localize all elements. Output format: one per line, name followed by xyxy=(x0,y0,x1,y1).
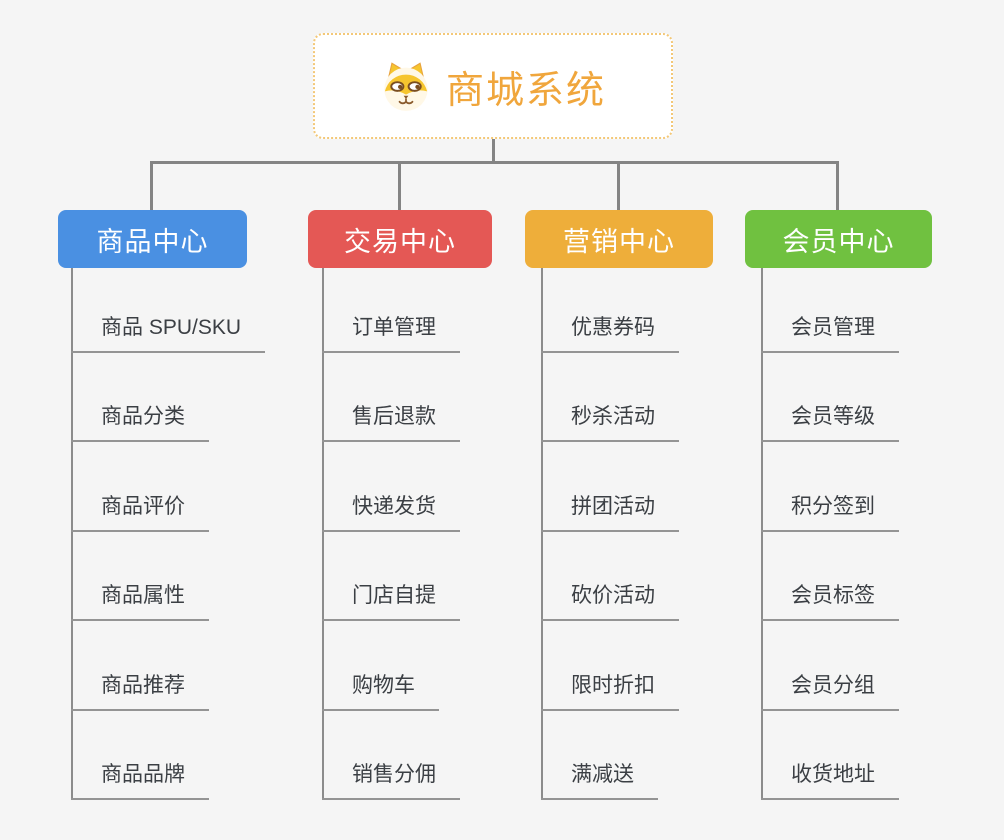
branch-node-trade-center[interactable]: 交易中心 xyxy=(308,210,492,268)
leaf-node[interactable]: 商品属性 xyxy=(71,581,209,621)
dog-face-icon xyxy=(384,62,428,111)
branch-node-product-center[interactable]: 商品中心 xyxy=(58,210,247,268)
leaf-node[interactable]: 门店自提 xyxy=(322,581,460,621)
branch-node-marketing-center[interactable]: 营销中心 xyxy=(525,210,713,268)
leaf-node[interactable]: 购物车 xyxy=(322,671,439,711)
leaf-node[interactable]: 积分签到 xyxy=(761,492,899,532)
leaf-node[interactable]: 砍价活动 xyxy=(541,581,679,621)
leaf-node[interactable]: 优惠券码 xyxy=(541,313,679,353)
leaf-node[interactable]: 商品分类 xyxy=(71,402,209,442)
connector-trunk-3 xyxy=(541,268,543,800)
branch-label: 营销中心 xyxy=(563,226,675,257)
leaf-node[interactable]: 快递发货 xyxy=(322,492,460,532)
leaf-node[interactable]: 商品 SPU/SKU xyxy=(71,313,266,353)
leaf-node[interactable]: 拼团活动 xyxy=(541,492,679,532)
connector-trunk-2 xyxy=(322,268,324,800)
connector-bus xyxy=(150,161,839,164)
leaf-node[interactable]: 销售分佣 xyxy=(322,760,460,800)
leaf-node[interactable]: 商品品牌 xyxy=(71,760,209,800)
branch-label: 会员中心 xyxy=(782,226,895,257)
connector-trunk-1 xyxy=(71,268,73,800)
leaf-node[interactable]: 会员等级 xyxy=(761,402,899,442)
leaf-node[interactable]: 会员标签 xyxy=(761,581,899,621)
leaf-node[interactable]: 会员分组 xyxy=(761,671,899,711)
connector-drop-2 xyxy=(398,161,401,210)
leaf-node[interactable]: 订单管理 xyxy=(322,313,460,353)
branch-node-member-center[interactable]: 会员中心 xyxy=(745,210,932,268)
connector-root-drop xyxy=(492,139,495,163)
leaf-node[interactable]: 秒杀活动 xyxy=(541,402,679,442)
leaf-node[interactable]: 收货地址 xyxy=(761,760,899,800)
branch-label: 商品中心 xyxy=(96,226,209,257)
leaf-node[interactable]: 满减送 xyxy=(541,760,658,800)
connector-trunk-4 xyxy=(761,268,763,800)
root-label: 商城系统 xyxy=(445,69,606,112)
connector-drop-4 xyxy=(836,161,839,210)
branch-label: 交易中心 xyxy=(344,226,456,257)
leaf-node[interactable]: 限时折扣 xyxy=(541,671,679,711)
leaf-node[interactable]: 商品评价 xyxy=(71,492,209,532)
connector-drop-3 xyxy=(617,161,620,210)
leaf-node[interactable]: 商品推荐 xyxy=(71,671,209,711)
root-node[interactable]: 商城系统 xyxy=(313,33,673,139)
leaf-node[interactable]: 会员管理 xyxy=(761,313,899,353)
connector-drop-1 xyxy=(150,161,153,210)
leaf-node[interactable]: 售后退款 xyxy=(322,402,460,442)
